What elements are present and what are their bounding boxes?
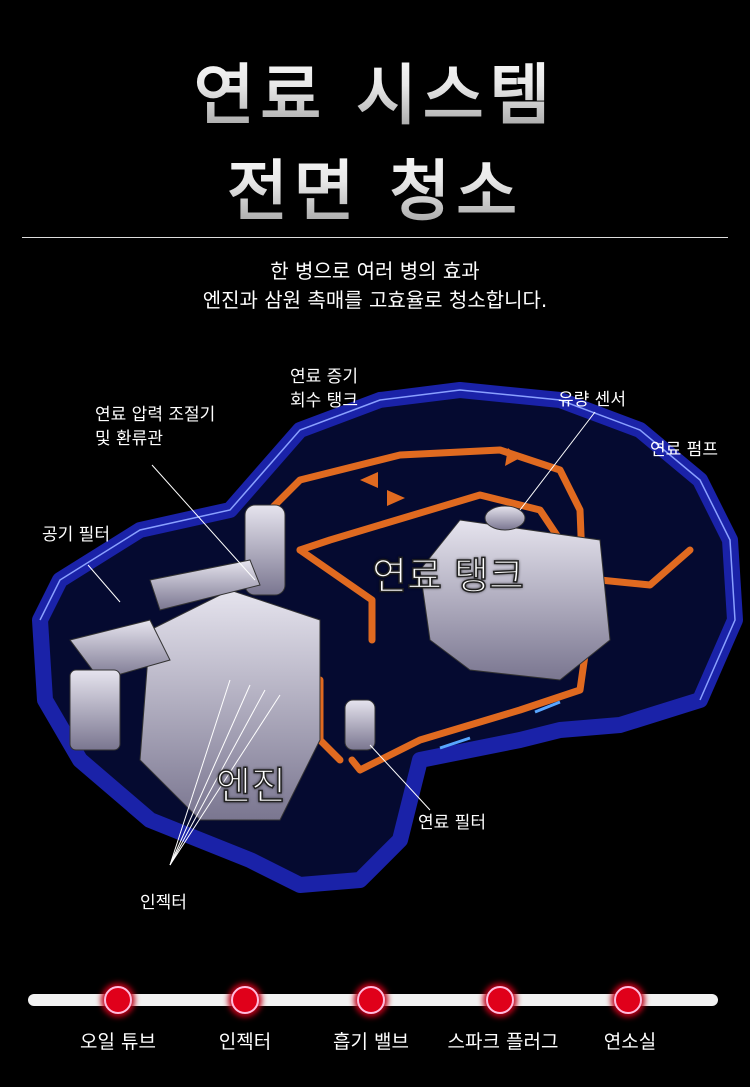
timeline-dot	[357, 986, 385, 1014]
label-injector: 인젝터	[140, 893, 187, 913]
label-vapor-tank-line2: 회수 탱크	[290, 391, 358, 411]
timeline-dot	[486, 986, 514, 1014]
label-fuel-filter: 연료 필터	[418, 813, 486, 833]
leader-lines	[87, 411, 596, 866]
label-vapor-tank: 연료 증기 회수 탱크	[290, 365, 358, 413]
timeline-label: 흡기 밸브	[333, 1031, 409, 1053]
timeline-dot	[104, 986, 132, 1014]
timeline-dot	[614, 986, 642, 1014]
subtitle-line2: 엔진과 삼원 촉매를 고효율로 청소합니다.	[202, 288, 548, 312]
arrows	[360, 448, 520, 506]
timeline-dot	[231, 986, 259, 1014]
car-body-highlight	[39, 389, 736, 701]
divider	[22, 237, 728, 238]
label-regulator-line1: 연료 압력 조절기	[95, 405, 216, 425]
page-title-line1: 연료 시스템	[0, 42, 750, 138]
label-air-filter: 공기 필터	[42, 525, 110, 545]
car-fuel-system-illustration	[32, 382, 743, 893]
label-fuel-tank: 연료 탱크	[371, 553, 524, 599]
timeline-label: 오일 튜브	[80, 1031, 156, 1053]
flow-arrows-blue	[439, 700, 561, 750]
timeline-label: 인젝터	[218, 1031, 272, 1053]
engine-part	[69, 504, 321, 821]
timeline-label: 스파크 플러그	[447, 1031, 559, 1053]
label-fuel-pump: 연료 펌프	[650, 440, 718, 460]
page-title-line2: 전면 청소	[0, 138, 750, 234]
label-regulator-line2: 및 환류관	[95, 429, 163, 449]
label-pressure-regulator: 연료 압력 조절기 및 환류관	[95, 403, 215, 451]
timeline-label: 연소실	[603, 1031, 657, 1053]
label-vapor-tank-line1: 연료 증기	[290, 367, 358, 387]
subtitle-line1: 한 병으로 여러 병의 효과	[270, 259, 480, 283]
fuel-tank-part	[344, 505, 611, 751]
fuel-system-diagram: 연료 증기 회수 탱크 연료 압력 조절기 및 환류관 유량 센서 연료 펌프 …	[0, 340, 750, 940]
label-engine: 엔진	[215, 763, 286, 809]
label-flow-sensor: 유량 센서	[558, 390, 626, 410]
